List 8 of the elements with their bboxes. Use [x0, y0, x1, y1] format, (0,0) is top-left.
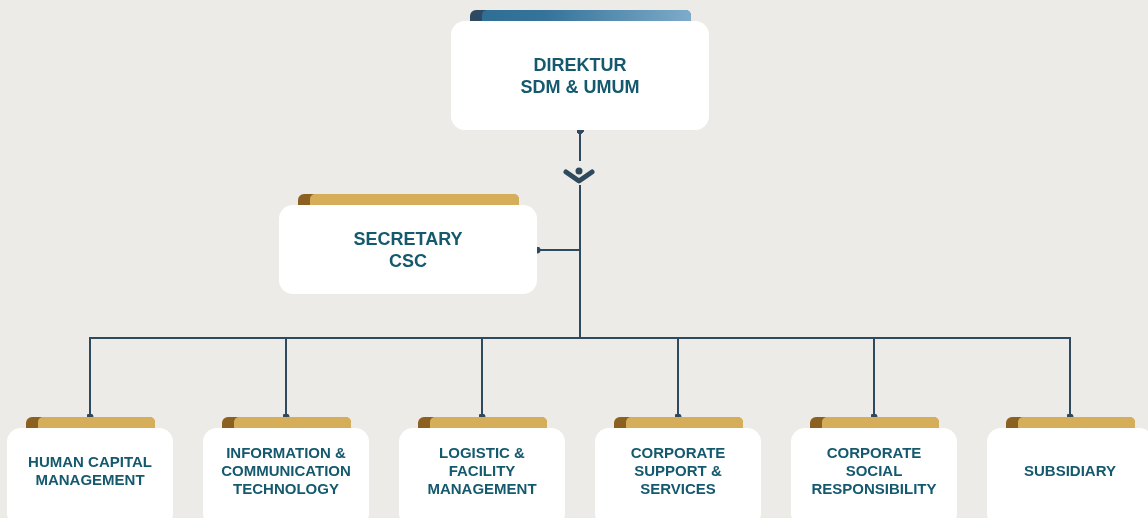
unit-title: INFORMATION & COMMUNICATION TECHNOLOGY [220, 443, 352, 498]
unit-title: CORPORATE SUPPORT & SERVICES [629, 443, 727, 498]
unit-title: CORPORATE SOCIAL RESPONSIBILITY [810, 443, 938, 498]
unit-title: DIREKTUR SDM & UMUM [519, 54, 641, 99]
unit-title: LOGISTIC & FACILITY MANAGEMENT [426, 443, 538, 498]
unit-title: SECRETARY CSC [352, 228, 464, 273]
unit-title: HUMAN CAPITAL MANAGEMENT [27, 452, 153, 489]
unit-title: SUBSIDIARY [1023, 461, 1117, 480]
